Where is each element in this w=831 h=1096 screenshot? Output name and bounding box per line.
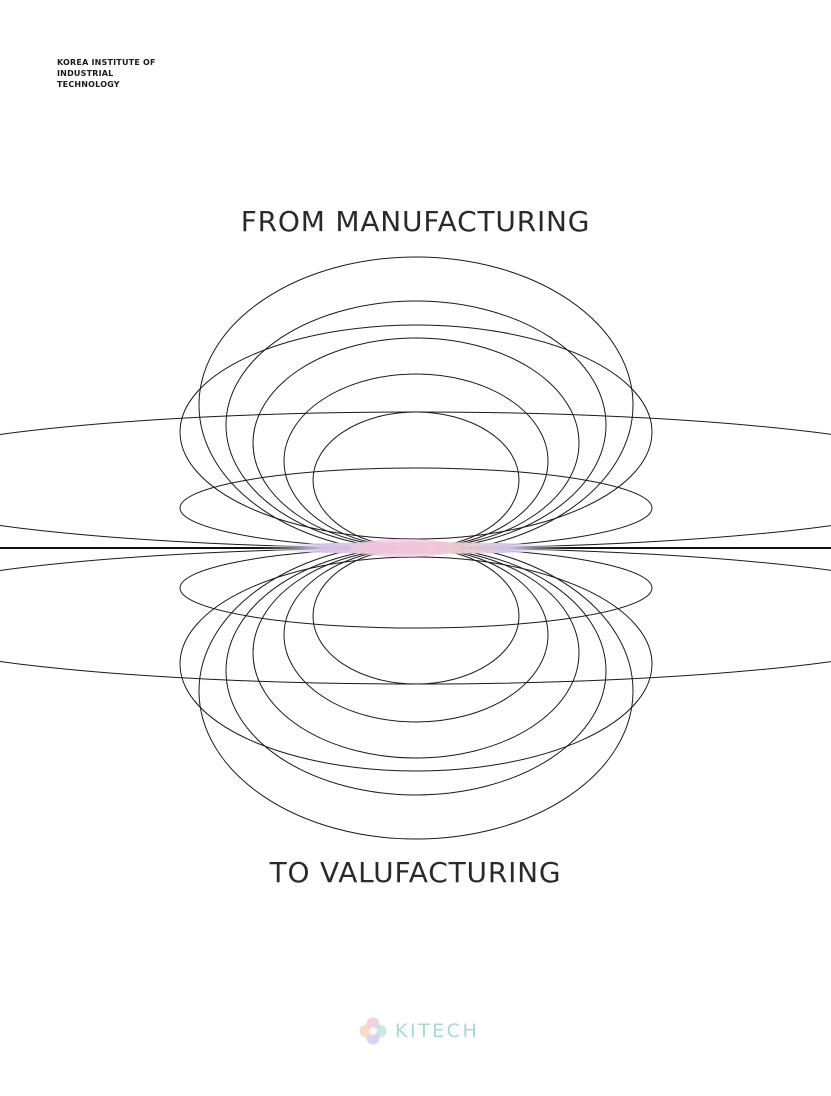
kitech-logo: KITECH: [357, 1015, 479, 1047]
organization-line-1: KOREA INSTITUTE OF: [57, 58, 156, 67]
field-loop-upper-3: [252, 337, 580, 549]
field-loop-lower-3: [252, 547, 580, 759]
kitech-logo-icon: [359, 1017, 387, 1045]
organization-line-2: INDUSTRIAL: [57, 69, 114, 78]
organization-line-3: TECHNOLOGY: [57, 80, 120, 89]
headline-bottom: TO VALUFACTURING: [269, 856, 562, 889]
headline-top: FROM MANUFACTURING: [240, 205, 591, 238]
field-loop-lower-2: [283, 547, 549, 723]
kitech-logo-text: KITECH: [395, 1020, 480, 1042]
center-glow-core: [350, 539, 460, 557]
field-loop-lower-6: [179, 556, 653, 772]
field-loop-upper-6: [179, 324, 653, 540]
field-loop-upper-1: [312, 411, 520, 549]
field-loop-lower-1: [312, 547, 520, 685]
field-loop-upper-2: [283, 373, 549, 549]
organization-name: KOREA INSTITUTE OF INDUSTRIAL TECHNOLOGY: [57, 57, 156, 90]
field-flat-lower-wide: [0, 547, 831, 685]
field-flat-upper-wide: [0, 411, 831, 549]
